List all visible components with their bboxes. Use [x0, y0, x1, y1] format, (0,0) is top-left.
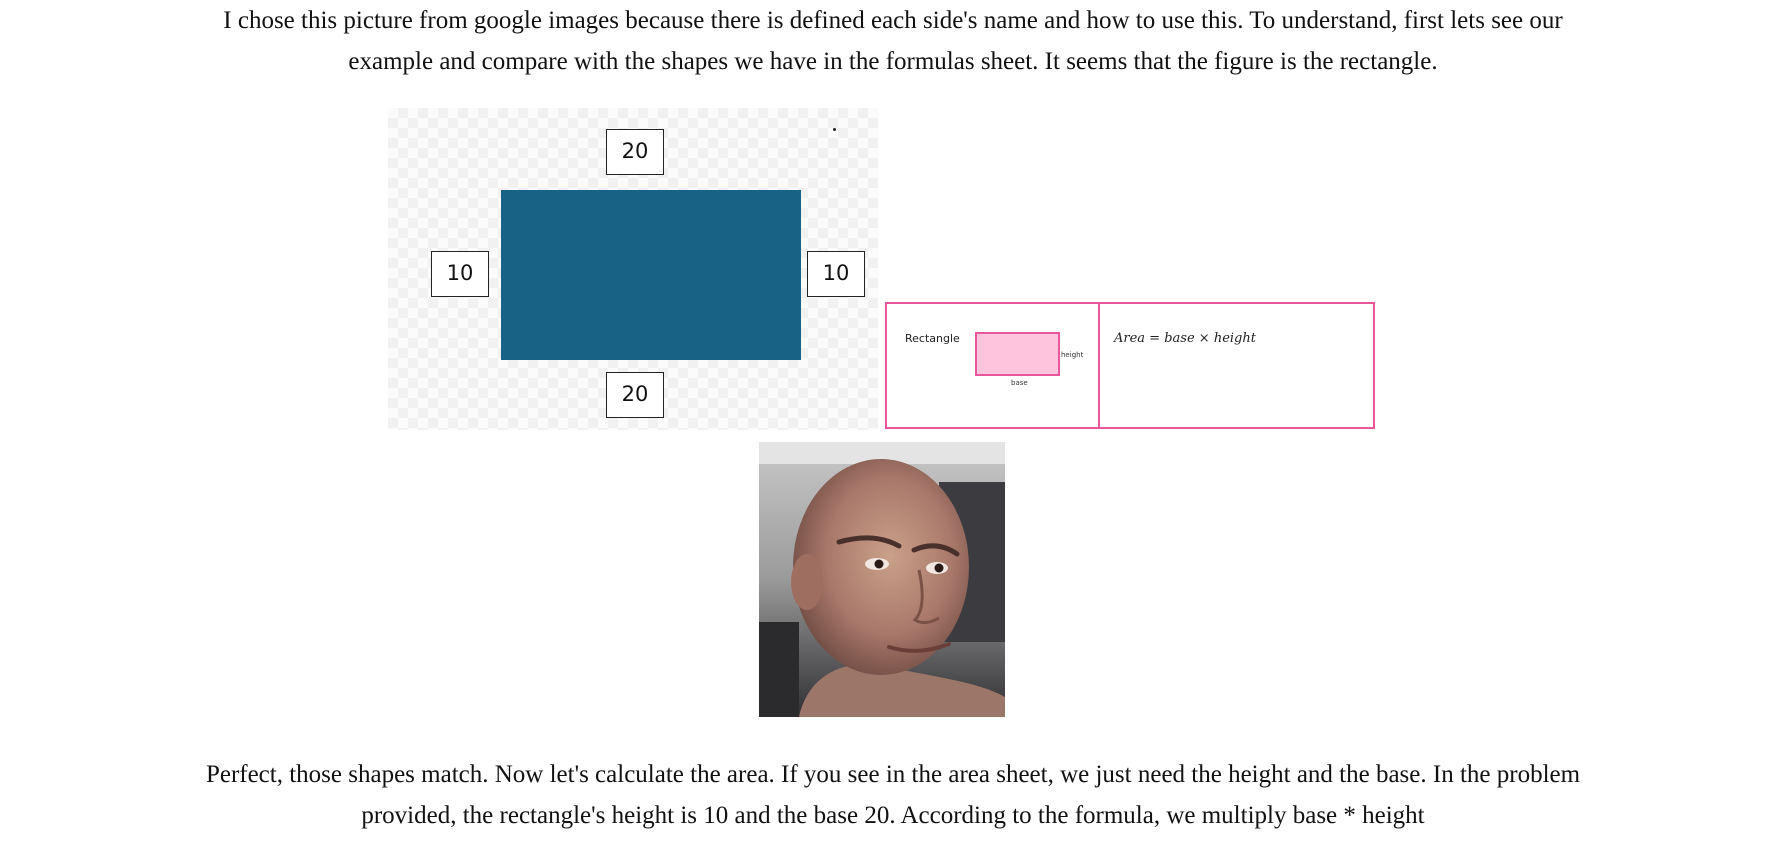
formula-area: Area [1114, 331, 1146, 346]
formula-card-shape-cell: Rectangle height base [887, 304, 1100, 427]
right-side-label: 10 [807, 251, 865, 297]
base-label: base [1011, 379, 1028, 387]
outro-paragraph: Perfect, those shapes match. Now let's c… [0, 754, 1786, 836]
mini-rectangle-shape [975, 332, 1060, 376]
reaction-photo [759, 442, 1005, 717]
formula-base: base [1164, 331, 1195, 346]
outro-line-1: Perfect, those shapes match. Now let's c… [205, 761, 1581, 788]
formula-equals: = [1145, 331, 1165, 346]
area-formula: Area = base × height [1114, 331, 1256, 346]
height-label: height [1061, 351, 1084, 359]
rectangle-shape [501, 190, 801, 360]
intro-paragraph: I chose this picture from google images … [0, 0, 1786, 82]
stray-dot [833, 128, 836, 131]
reaction-photo-illustration [759, 442, 1005, 717]
shape-name-label: Rectangle [905, 332, 960, 345]
intro-line-1: I chose this picture from google images … [223, 7, 1563, 34]
rectangle-formula-card: Rectangle height base Area = base × heig… [885, 302, 1375, 429]
outro-line-2: provided, the rectangle's height is 10 a… [361, 802, 1425, 829]
bottom-side-label: 20 [606, 372, 664, 418]
formula-times: × [1194, 331, 1214, 346]
formula-height: height [1213, 331, 1256, 346]
formula-card-formula-cell: Area = base × height [1100, 304, 1373, 427]
top-side-label: 20 [606, 129, 664, 175]
left-side-label: 10 [431, 251, 489, 297]
rectangle-diagram-image: 20 10 10 20 [388, 108, 878, 430]
intro-line-2: example and compare with the shapes we h… [348, 48, 1438, 75]
